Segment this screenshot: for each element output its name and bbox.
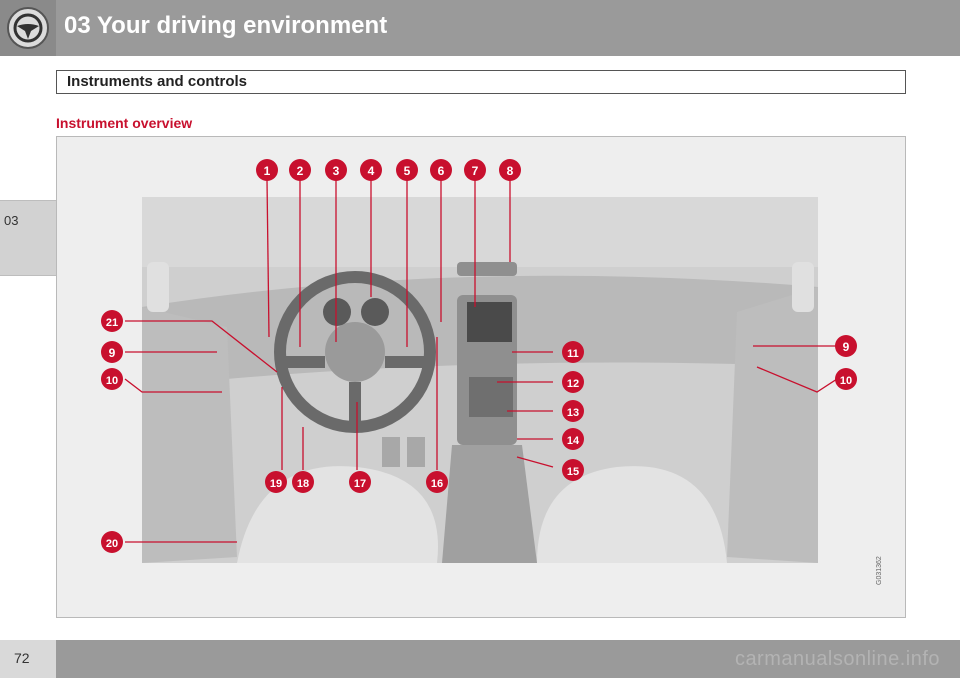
svg-text:5: 5 (404, 164, 411, 178)
callout-markers: 1 2 3 4 5 6 7 8 21 9 10 20 11 12 13 14 1… (101, 159, 857, 553)
steering-hub (325, 322, 385, 382)
svg-text:3: 3 (333, 164, 340, 178)
callout-19: 19 (265, 471, 287, 493)
chapter-tab: 03 (0, 200, 56, 276)
callout-21: 21 (101, 310, 123, 332)
callout-5: 5 (396, 159, 418, 181)
rear-view-mirror (457, 262, 517, 276)
svg-text:20: 20 (106, 538, 118, 550)
callout-10-right: 10 (835, 368, 857, 390)
callout-7: 7 (464, 159, 486, 181)
display-screen (467, 302, 512, 342)
page-footer (0, 640, 960, 678)
subheading: Instrument overview (56, 115, 193, 131)
left-seat (237, 466, 438, 563)
svg-text:10: 10 (106, 375, 118, 387)
chapter-tab-label: 03 (4, 213, 19, 228)
svg-text:21: 21 (106, 317, 118, 329)
section-title-box: Instruments and controls (56, 70, 906, 94)
callout-3: 3 (325, 159, 347, 181)
callout-12: 12 (562, 371, 584, 393)
chapter-badge (0, 0, 56, 56)
svg-text:12: 12 (567, 378, 579, 390)
callout-10-left: 10 (101, 368, 123, 390)
svg-text:9: 9 (843, 340, 850, 354)
svg-text:2: 2 (297, 164, 304, 178)
callout-8: 8 (499, 159, 521, 181)
callout-6: 6 (430, 159, 452, 181)
svg-text:1: 1 (264, 164, 271, 178)
callout-13: 13 (562, 400, 584, 422)
callout-20: 20 (101, 531, 123, 553)
callout-17: 17 (349, 471, 371, 493)
callout-14: 14 (562, 428, 584, 450)
callout-1: 1 (256, 159, 278, 181)
figure-code: G031362 (876, 556, 883, 585)
callout-16: 16 (426, 471, 448, 493)
section-title: Instruments and controls (67, 73, 248, 90)
callout-4: 4 (360, 159, 382, 181)
leader-lines (124, 179, 838, 543)
callout-11: 11 (562, 341, 584, 363)
left-door (142, 307, 237, 563)
svg-text:16: 16 (431, 478, 443, 490)
page-header: 03 Your driving environment (0, 0, 960, 56)
svg-text:17: 17 (354, 478, 366, 490)
svg-text:11: 11 (567, 348, 579, 360)
watermark: carmanualsonline.info (734, 648, 940, 670)
right-seat (537, 466, 727, 563)
console-tunnel (442, 445, 537, 563)
callout-2: 2 (289, 159, 311, 181)
svg-text:4: 4 (368, 164, 375, 178)
svg-text:15: 15 (567, 466, 579, 478)
callout-9-right: 9 (835, 335, 857, 357)
svg-text:13: 13 (567, 407, 579, 419)
right-door (727, 287, 818, 563)
svg-text:18: 18 (297, 478, 309, 490)
svg-text:8: 8 (507, 164, 514, 178)
svg-text:14: 14 (567, 435, 580, 447)
svg-text:19: 19 (270, 478, 282, 490)
steering-wheel-icon (7, 7, 49, 49)
svg-text:7: 7 (472, 164, 479, 178)
svg-text:6: 6 (438, 164, 445, 178)
svg-text:9: 9 (109, 346, 116, 360)
svg-text:10: 10 (840, 375, 852, 387)
left-side-mirror (147, 262, 169, 312)
callout-15: 15 (562, 459, 584, 481)
page-number-box: 72 (0, 640, 56, 678)
control-panel (469, 377, 513, 417)
instrument-figure: 1 2 3 4 5 6 7 8 21 9 10 20 11 12 13 14 1… (56, 136, 906, 618)
car-interior-illustration: 1 2 3 4 5 6 7 8 21 9 10 20 11 12 13 14 1… (101, 159, 857, 563)
callout-18: 18 (292, 471, 314, 493)
right-side-mirror (792, 262, 814, 312)
callout-9-left: 9 (101, 341, 123, 363)
page-number: 72 (14, 650, 30, 666)
chapter-title: 03 Your driving environment (64, 12, 388, 39)
